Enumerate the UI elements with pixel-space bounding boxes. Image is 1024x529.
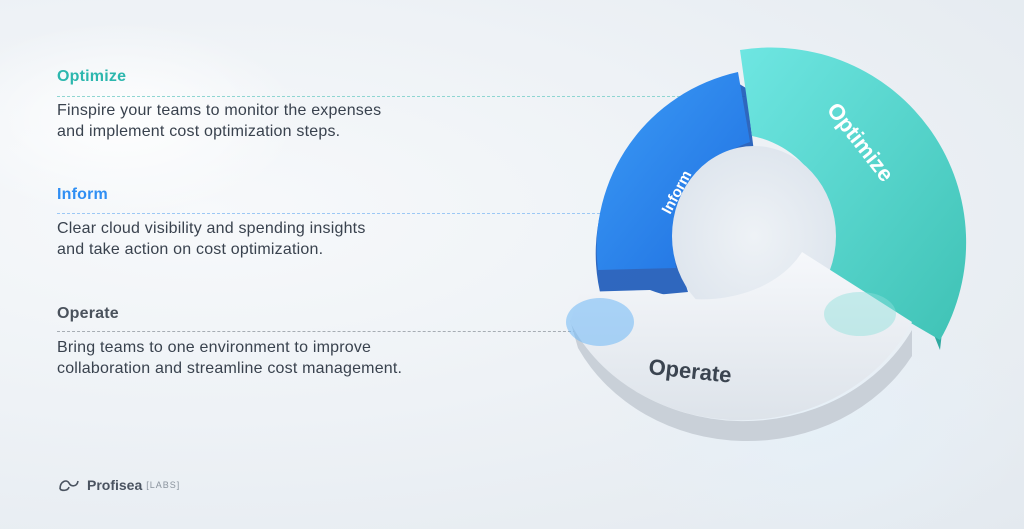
operate-line-2: collaboration and streamline cost manage… xyxy=(57,360,403,377)
optimize-line-2: and implement cost optimization steps. xyxy=(57,123,341,140)
inform-segment xyxy=(596,72,750,270)
cycle-ring-graphic: Inform Optimize Operate xyxy=(566,47,967,442)
optimize-segment xyxy=(740,47,967,341)
inform-line-2: and take action on cost optimization. xyxy=(57,241,324,258)
optimize-section: Optimize Finspire your teams to monitor … xyxy=(57,68,517,142)
operate-segment-side xyxy=(570,320,912,442)
operate-description: Bring teams to one environment to improv… xyxy=(57,337,517,379)
inform-section: Inform Clear cloud visibility and spendi… xyxy=(57,186,517,260)
optimize-line-1: Finspire your teams to monitor the expen… xyxy=(57,102,382,119)
optimize-description: Finspire your teams to monitor the expen… xyxy=(57,100,517,142)
operate-section: Operate Bring teams to one environment t… xyxy=(57,305,517,379)
operate-title: Operate xyxy=(57,305,119,322)
brand-name: Profisea xyxy=(87,477,143,493)
inform-guide-line xyxy=(57,213,625,214)
inform-line-1: Clear cloud visibility and spending insi… xyxy=(57,220,366,237)
operate-segment xyxy=(570,252,912,421)
operate-teal-haze xyxy=(824,292,896,336)
brand: Profisea [LABS] xyxy=(57,477,180,493)
inform-description: Clear cloud visibility and spending insi… xyxy=(57,218,517,260)
operate-line-1: Bring teams to one environment to improv… xyxy=(57,339,372,356)
operate-blue-haze xyxy=(566,298,634,346)
inform-title: Inform xyxy=(57,186,108,203)
optimize-guide-line xyxy=(57,96,785,97)
brand-sub: [LABS] xyxy=(146,480,181,490)
operate-guide-line xyxy=(57,331,601,332)
optimize-title: Optimize xyxy=(57,68,127,85)
profisea-logo-icon xyxy=(59,480,79,492)
